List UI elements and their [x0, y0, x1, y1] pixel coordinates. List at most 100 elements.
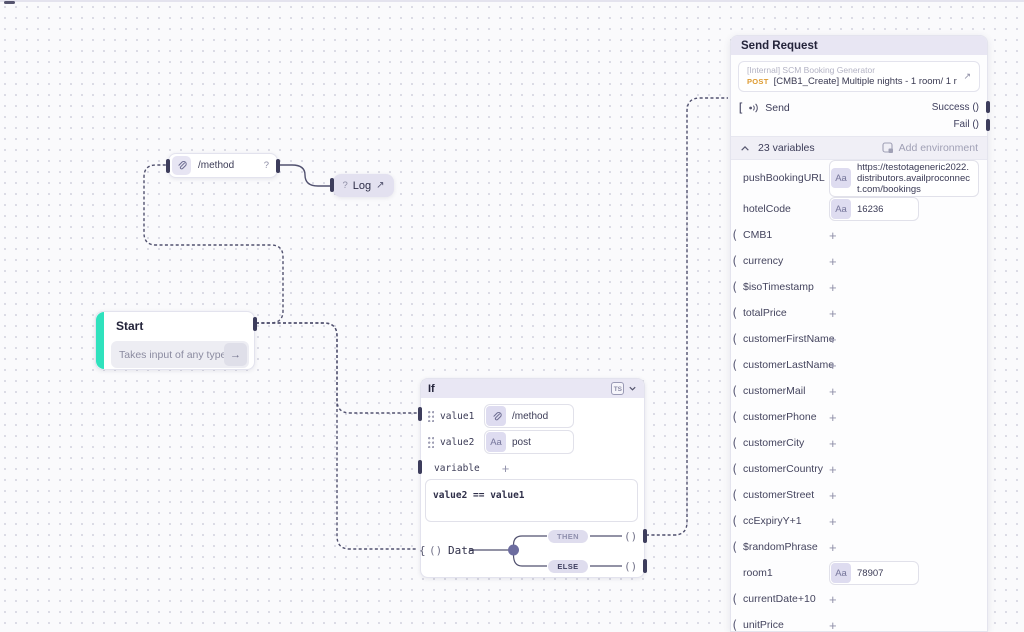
method-input-port[interactable] [166, 159, 170, 173]
if-else-port[interactable] [643, 559, 647, 573]
variable-name: customerCountry [743, 463, 823, 475]
variable-name: totalPrice [743, 307, 787, 319]
panel-title: Send Request [741, 39, 818, 52]
method-output-port[interactable] [276, 159, 280, 173]
paperclip-icon [486, 406, 506, 426]
add-value-button[interactable]: + [829, 435, 837, 451]
variable-port[interactable]: ( [731, 592, 739, 606]
else-pill[interactable]: ELSE [548, 560, 588, 573]
variable-row: variable + [434, 461, 509, 476]
log-input-port[interactable] [330, 178, 334, 192]
data-port-bracket[interactable]: { [419, 544, 426, 557]
add-value-button[interactable]: + [829, 305, 837, 321]
variable-port[interactable]: ( [731, 462, 739, 476]
help-icon[interactable]: ? [342, 180, 348, 191]
value2-input[interactable]: Aa post [484, 430, 574, 454]
if-variable-port[interactable] [418, 460, 422, 474]
if-node[interactable]: If TS value1 /method value2 Aa post vari… [418, 378, 647, 578]
start-input-field[interactable]: Takes input of any type → [111, 341, 249, 368]
variable-port[interactable]: ( [731, 228, 739, 242]
add-value-button[interactable]: + [829, 591, 837, 607]
variable-port[interactable]: ( [731, 280, 739, 294]
wire-then-to-send [646, 97, 728, 536]
success-port[interactable] [986, 101, 990, 113]
top-left-marker [4, 1, 15, 4]
add-value-button[interactable]: + [829, 357, 837, 373]
start-node-title: Start [116, 319, 144, 333]
variable-name: unitPrice [743, 619, 784, 631]
condition-editor[interactable]: value2 == value1 [425, 479, 638, 522]
method-node[interactable]: /method ? [166, 153, 280, 178]
drag-handle-icon[interactable] [428, 410, 434, 422]
add-value-button[interactable]: + [829, 617, 837, 632]
variable-name: ccExpiryY+1 [743, 515, 802, 527]
variable-port[interactable]: ( [731, 514, 739, 528]
add-value-button[interactable]: + [829, 513, 837, 529]
value2-row: value2 Aa post [428, 430, 574, 454]
variable-port[interactable]: ( [731, 618, 739, 632]
variable-port[interactable]: ( [731, 358, 739, 372]
add-value-button[interactable]: + [829, 409, 837, 425]
value1-label: value1 [440, 410, 475, 422]
add-variable-button[interactable]: + [501, 461, 510, 476]
variable-row: (customerCity+ [731, 430, 987, 456]
fail-output-label: Fail () [953, 119, 979, 130]
value1-input[interactable]: /method [484, 404, 574, 428]
variables-count[interactable]: 23 variables [758, 142, 815, 154]
variable-port[interactable]: ( [731, 540, 739, 554]
variable-row: (currentDate+10+ [731, 586, 987, 612]
start-accent-strip [96, 312, 104, 369]
log-node[interactable]: ? Log ↗ [330, 174, 394, 197]
add-value-button[interactable]: + [829, 461, 837, 477]
add-value-button[interactable]: + [829, 383, 837, 399]
variable-row: (customerStreet+ [731, 482, 987, 508]
request-card[interactable]: [Internal] SCM Booking Generator POST [C… [738, 61, 980, 92]
variable-row: ( totalPrice + [731, 300, 987, 326]
external-link-icon[interactable]: ↗ [376, 180, 385, 191]
chevron-down-icon[interactable] [628, 384, 637, 393]
value2-label: value2 [440, 436, 475, 448]
drag-handle-icon[interactable] [428, 436, 434, 448]
send-request-panel[interactable]: Send Request [Internal] SCM Booking Gene… [730, 35, 990, 632]
add-environment-button[interactable]: Add environment [898, 142, 978, 154]
run-arrow-button[interactable]: → [224, 343, 247, 366]
add-value-button[interactable]: + [829, 331, 837, 347]
send-input-port[interactable]: [ [737, 100, 745, 115]
start-output-port[interactable] [253, 317, 257, 331]
add-value-button[interactable]: + [829, 539, 837, 555]
add-value-button[interactable]: + [829, 279, 837, 295]
if-node-title: If [428, 382, 435, 395]
variables-toolbar: 23 variables Add environment [731, 136, 987, 160]
chevron-up-icon[interactable] [740, 144, 750, 153]
start-node[interactable]: Start Takes input of any type → [95, 311, 257, 370]
variable-port[interactable]: ( [731, 306, 739, 320]
variable-port[interactable]: ( [731, 384, 739, 398]
if-then-port[interactable] [643, 529, 647, 543]
variable-port[interactable]: ( [731, 436, 739, 450]
variable-port[interactable]: ( [731, 410, 739, 424]
variable-port[interactable]: ( [731, 332, 739, 346]
variable-name: $randomPhrase [743, 541, 818, 553]
variable-value: 78907 [857, 567, 884, 579]
variable-port[interactable]: ( [731, 254, 739, 268]
then-pill[interactable]: THEN [548, 530, 588, 543]
if-value1-port[interactable] [418, 407, 422, 421]
add-value-button[interactable]: + [829, 253, 837, 269]
external-link-icon[interactable]: ↗ [963, 70, 971, 81]
value1-value: /method [512, 410, 549, 422]
help-icon[interactable]: ? [263, 160, 269, 171]
request-name: [CMB1_Create] Multiple nights - 1 room/ … [773, 76, 958, 87]
if-node-header[interactable]: If TS [421, 379, 644, 398]
add-value-button[interactable]: + [829, 487, 837, 503]
text-type-icon: Aa [831, 168, 851, 188]
variable-port[interactable]: ( [731, 488, 739, 502]
fail-port[interactable] [986, 119, 990, 131]
panel-header[interactable]: Send Request [731, 36, 987, 55]
add-value-button[interactable]: + [829, 227, 837, 243]
